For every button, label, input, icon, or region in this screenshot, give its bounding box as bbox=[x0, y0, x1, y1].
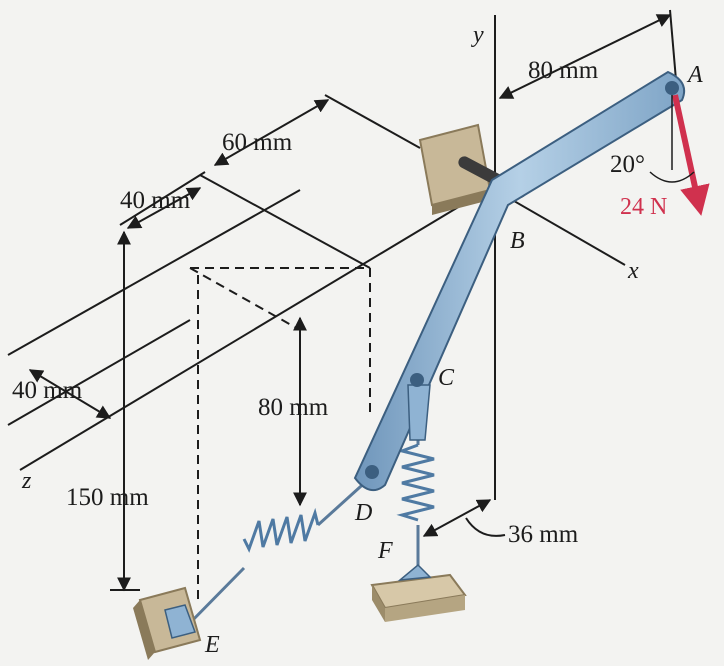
point-label-F: F bbox=[377, 538, 393, 564]
dim-label-80-mid: 80 mm bbox=[258, 394, 329, 421]
force-arrow bbox=[672, 94, 710, 216]
axis-label-z: z bbox=[21, 468, 32, 494]
axis-label-y: y bbox=[471, 22, 484, 48]
dash-line-diag bbox=[189, 267, 301, 331]
point-label-E: E bbox=[204, 632, 220, 658]
dim-arrow-80-top bbox=[498, 14, 672, 99]
dimension-arrows bbox=[28, 9, 677, 592]
axis-label-x: x bbox=[627, 258, 639, 284]
pin-D bbox=[365, 465, 379, 479]
point-label-A: A bbox=[686, 62, 703, 88]
dim-ext-80-top bbox=[669, 9, 677, 81]
pin-C bbox=[410, 373, 424, 387]
ext-line-left-upper bbox=[7, 189, 301, 356]
bell-crank-lever bbox=[353, 70, 686, 492]
point-label-B: B bbox=[510, 228, 525, 254]
dim-arrow-40-left bbox=[28, 369, 112, 419]
dim-label-40-left: 40 mm bbox=[12, 377, 83, 404]
applied-force bbox=[649, 94, 710, 216]
spring-DE bbox=[183, 476, 372, 630]
dim-label-36: 36 mm bbox=[508, 521, 579, 548]
point-label-C: C bbox=[438, 365, 455, 391]
dim-label-60: 60 mm bbox=[222, 129, 293, 156]
dim-label-80-top: 80 mm bbox=[528, 57, 599, 84]
dim-label-40-top: 40 mm bbox=[120, 187, 191, 214]
dim-leader-36 bbox=[465, 517, 506, 537]
z-axis-line bbox=[19, 184, 496, 471]
dim-arrow-40-top bbox=[126, 187, 202, 229]
dim-arrow-36 bbox=[422, 499, 492, 537]
point-label-D: D bbox=[354, 500, 372, 526]
block-F-support bbox=[370, 563, 467, 622]
angle-arc bbox=[649, 171, 695, 183]
pin-A bbox=[665, 81, 679, 95]
coordinate-axes bbox=[19, 15, 626, 500]
block-E-support bbox=[133, 586, 202, 660]
dim-arrow-60 bbox=[213, 99, 330, 166]
force-label: 24 N bbox=[620, 194, 667, 220]
ext-line-60 bbox=[199, 174, 371, 269]
x-axis-line bbox=[494, 189, 626, 266]
dim-label-150: 150 mm bbox=[66, 484, 149, 511]
angle-label: 20° bbox=[610, 151, 645, 178]
labels: y x z A B C D E F 80 mm 60 mm 40 mm 40 m… bbox=[12, 22, 703, 658]
ext-line-60-right bbox=[324, 94, 421, 149]
